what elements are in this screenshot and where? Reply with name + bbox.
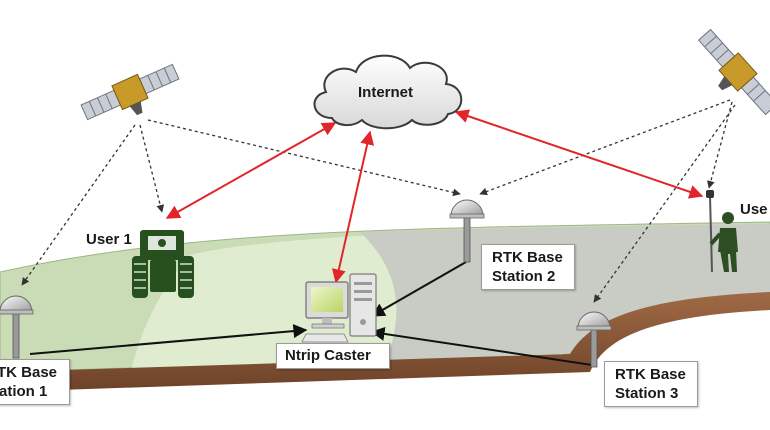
base-station-3-label-box: RTK Base Station 3 <box>604 361 698 407</box>
user1-label: User 1 <box>86 231 132 248</box>
computer-icon <box>301 273 377 343</box>
satellite-icon <box>80 63 180 121</box>
base-station-2-line2: Station 2 <box>492 268 556 285</box>
base-station-antenna-icon <box>0 295 34 359</box>
surveyor-icon <box>706 190 738 273</box>
satellite-icon <box>697 28 770 116</box>
base-station-3-line1: RTK Base <box>615 366 686 383</box>
base-station-antenna-icon <box>576 311 612 368</box>
cloud-icon <box>313 54 463 130</box>
base-station-2-label-box: RTK Base Station 2 <box>481 244 575 290</box>
field-ground <box>0 221 770 392</box>
base-station-1-line2: ation 1 <box>0 383 48 400</box>
base-station-1-line1: TK Base <box>0 364 58 381</box>
base-station-antenna-icon <box>449 199 485 263</box>
internet-links <box>165 109 704 284</box>
caster-data-links <box>29 261 593 366</box>
ntrip-caster-label-box: Ntrip Caster <box>276 343 390 369</box>
base-station-1-label-box: TK Base ation 1 <box>0 359 70 405</box>
base-station-2-line1: RTK Base <box>492 249 563 266</box>
base-station-3-line2: Station 3 <box>615 385 679 402</box>
internet-label: Internet <box>358 84 414 101</box>
tractor-icon <box>132 230 194 298</box>
ntrip-caster-label: Ntrip Caster <box>285 347 371 364</box>
user2-label: Use <box>740 201 768 218</box>
